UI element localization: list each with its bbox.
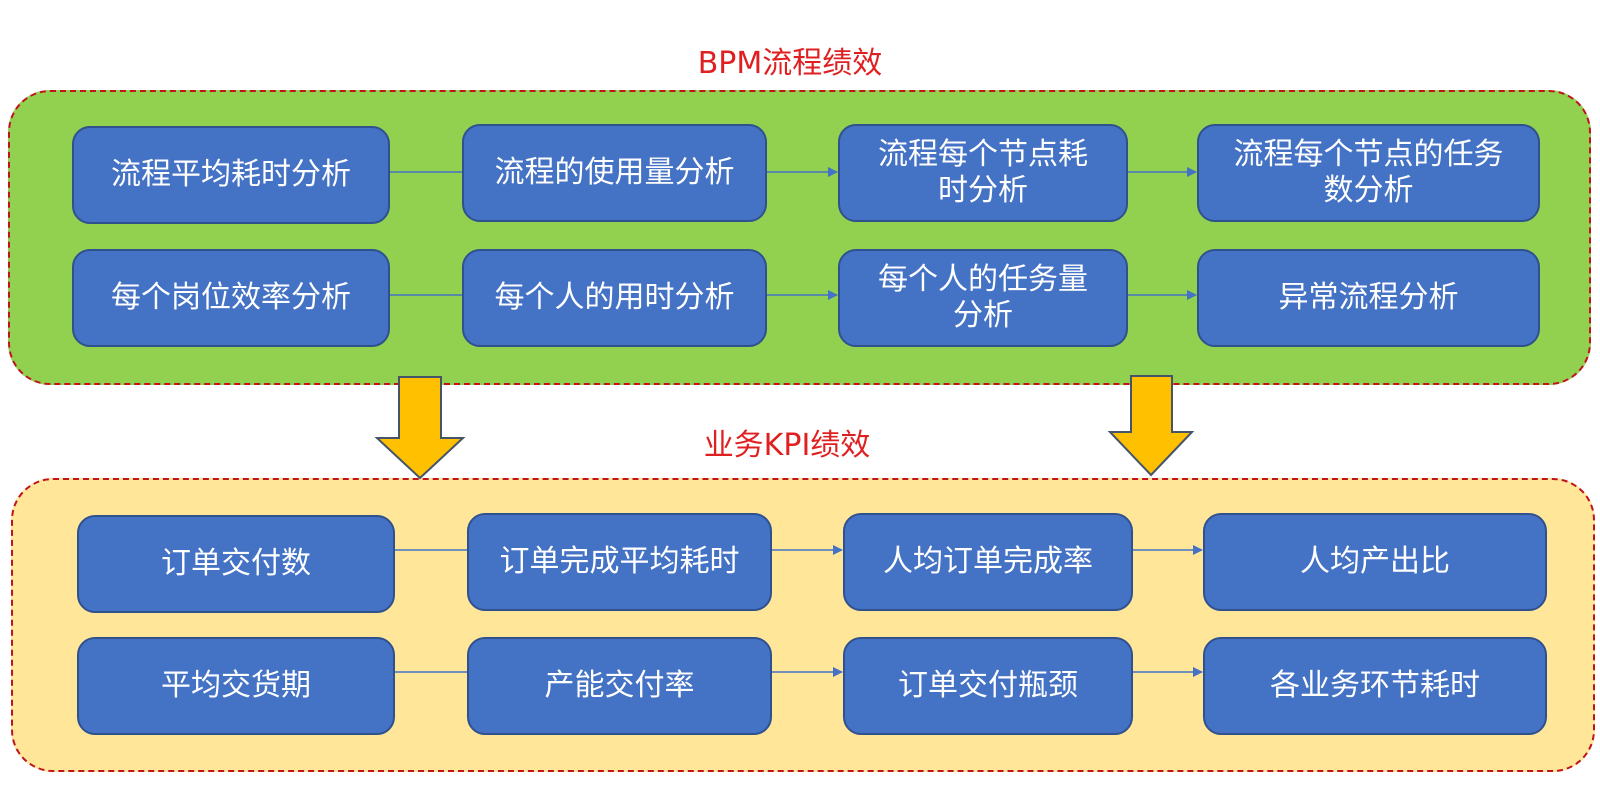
kpi-box-order-avg-time: 订单完成平均耗时	[467, 513, 772, 611]
bpm-box-post-efficiency: 每个岗位效率分析	[72, 249, 390, 347]
bpm-box-node-time: 流程每个节点耗时分析	[838, 124, 1128, 222]
bpm-section-title: BPM流程绩效	[697, 46, 883, 81]
kpi-section-title: 业务KPI绩效	[703, 428, 871, 463]
down-arrow-right-icon	[1107, 375, 1195, 477]
bpm-box-node-task-count: 流程每个节点的任务数分析	[1197, 124, 1540, 222]
bpm-box-exception-process: 异常流程分析	[1197, 249, 1540, 347]
kpi-box-business-stage-time: 各业务环节耗时	[1203, 637, 1547, 735]
kpi-box-order-delivery-count: 订单交付数	[77, 515, 395, 613]
bpm-box-person-task-count: 每个人的任务量分析	[838, 249, 1128, 347]
bpm-box-person-time: 每个人的用时分析	[462, 249, 767, 347]
kpi-box-avg-lead-time: 平均交货期	[77, 637, 395, 735]
down-arrow-left-icon	[374, 376, 466, 480]
kpi-box-capacity-delivery-rate: 产能交付率	[467, 637, 772, 735]
kpi-box-per-capita-order-rate: 人均订单完成率	[843, 513, 1133, 611]
bpm-box-process-usage: 流程的使用量分析	[462, 124, 767, 222]
bpm-box-process-avg-time: 流程平均耗时分析	[72, 126, 390, 224]
kpi-box-delivery-bottleneck: 订单交付瓶颈	[843, 637, 1133, 735]
kpi-box-per-capita-output: 人均产出比	[1203, 513, 1547, 611]
